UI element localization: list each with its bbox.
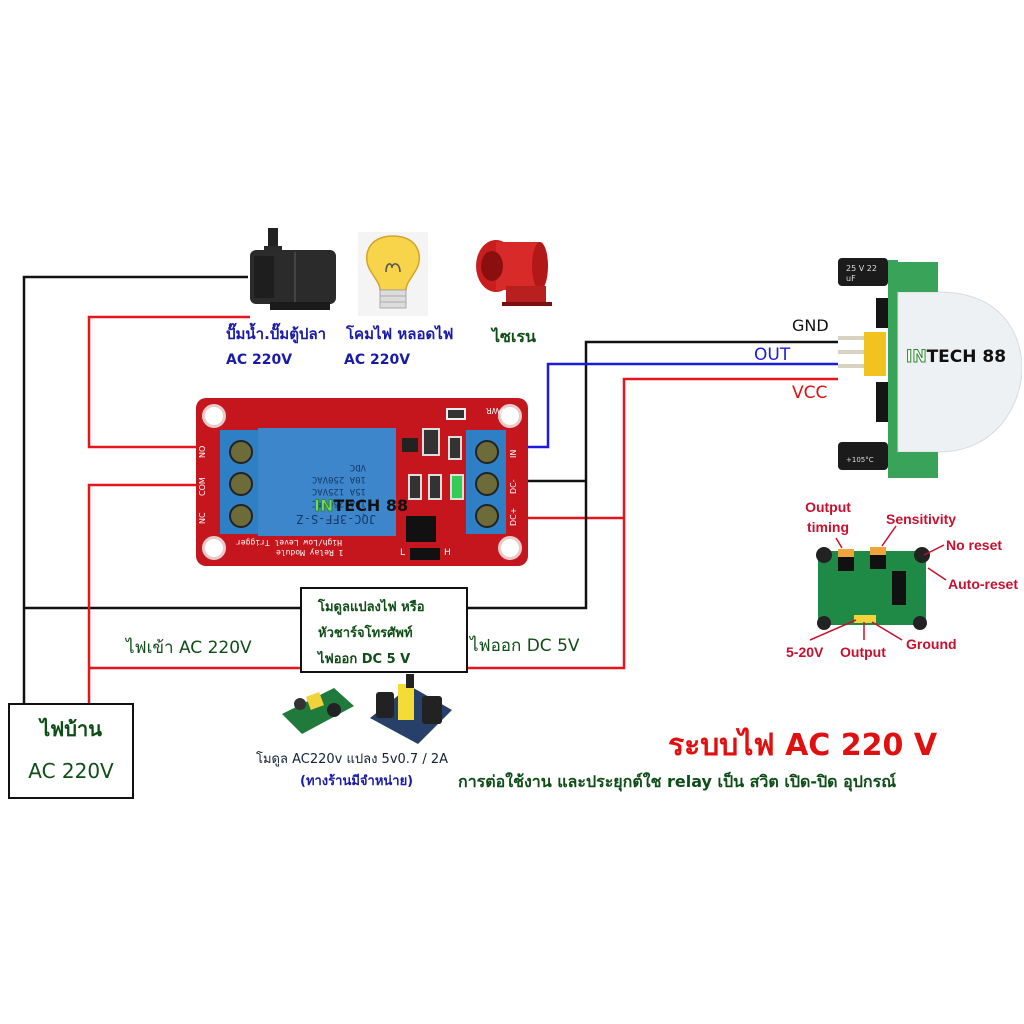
- converter-line-2: หัวชาร์จโทรศัพท์: [318, 626, 413, 641]
- lamp-label: โคมไฟ หลอดไฟ: [346, 325, 454, 343]
- resistor: [428, 474, 442, 500]
- pir-sensor-image: 25 V 22 uF +105°C INTECH 88: [838, 252, 1023, 484]
- wire-dc-minus-black: [466, 340, 838, 610]
- vcc-pin-label: VCC: [792, 383, 828, 403]
- input-terminal-block: [466, 430, 506, 534]
- wire-com-red: [87, 483, 196, 705]
- diode: [422, 428, 440, 456]
- water-pump-image: [250, 228, 340, 314]
- out-pin-label: OUT: [754, 345, 791, 365]
- screw-terminal[interactable]: [475, 472, 499, 496]
- watermark-text: TECH 88: [333, 496, 409, 515]
- pinout-output-timing: Output timing: [802, 497, 854, 537]
- watermark-prefix: IN: [906, 347, 928, 368]
- wire-mains-black: [22, 275, 248, 705]
- light-bulb-image: [358, 232, 428, 316]
- pinout-no-reset: No reset: [946, 537, 1003, 553]
- wire-load-red: [87, 315, 250, 449]
- pwr-led: [446, 408, 466, 420]
- resistor: [448, 436, 462, 460]
- screw-terminal[interactable]: [229, 472, 253, 496]
- watermark-text: TECH 88: [926, 347, 1007, 367]
- page-subtitle: การต่อใช้งาน และประยุกต์ใช relay เป็น สว…: [458, 772, 897, 791]
- converter-line-3: ไฟออก DC 5 V: [318, 652, 411, 667]
- pinout-sensitivity: Sensitivity: [886, 511, 957, 527]
- pinout-output: Output: [840, 644, 886, 660]
- screw-terminal[interactable]: [475, 504, 499, 528]
- mains-label: ไฟบ้าน: [40, 717, 102, 741]
- ac-in-label: ไฟเข้า AC 220V: [126, 638, 252, 658]
- module-caption: โมดูล AC220v แปลง 5v0.7 / 2A: [256, 752, 448, 767]
- lamp-voltage: AC 220V: [344, 352, 411, 368]
- pinout-output-timing-text: Output timing: [805, 499, 851, 535]
- converter-line-1: โมดูลแปลงไฟ หรือ: [318, 600, 425, 615]
- siren-label: ไซเรน: [492, 327, 536, 346]
- output-terminal-block: [220, 430, 260, 534]
- screw-terminal[interactable]: [229, 504, 253, 528]
- screw-terminal[interactable]: [229, 440, 253, 464]
- screw-terminal[interactable]: [475, 440, 499, 464]
- relay-watermark: INTECH 88: [313, 496, 409, 516]
- gnd-pin-label: GND: [792, 316, 829, 335]
- wire-dc-plus-red: [466, 377, 838, 670]
- optocoupler: [406, 516, 436, 542]
- mount-hole: [498, 536, 522, 560]
- pump-voltage: AC 220V: [226, 352, 293, 368]
- capacitor-label: 25 V 22 uF: [846, 264, 877, 283]
- pump-label: ปั๊มน้ำ.ปั๊มตู้ปลา: [226, 325, 327, 343]
- jumper-h-label: H: [444, 548, 451, 558]
- mains-power-box: ไฟบ้าน AC 220V: [8, 703, 134, 799]
- trigger-jumper[interactable]: [410, 548, 440, 560]
- pir-board-image: [812, 543, 932, 631]
- mount-hole: [202, 404, 226, 428]
- mount-hole: [202, 536, 226, 560]
- pir-watermark: INTECH 88: [906, 347, 1007, 368]
- relay-module: NO COM NC JQC-3FF-S-Z 10A 250VAC 15A 125…: [196, 398, 528, 566]
- siren-image: [472, 236, 556, 308]
- transistor: [402, 438, 418, 452]
- module-availability: (ทางร้านมีจำหน่าย): [300, 774, 414, 789]
- dc-out-label: ไฟออก DC 5V: [470, 636, 580, 656]
- capacitor-label-2: +105°C: [846, 456, 874, 464]
- converter-module-image-small: [282, 680, 354, 736]
- wire-signal-blue: [518, 362, 838, 449]
- pinout-power: 5-20V: [786, 644, 824, 660]
- power-converter-box: โมดูลแปลงไฟ หรือ หัวชาร์จโทรศัพท์ ไฟออก …: [300, 587, 468, 673]
- page-title: ระบบไฟ AC 220 V: [668, 728, 938, 763]
- converter-module-image-large: [370, 674, 452, 746]
- pinout-ground: Ground: [906, 636, 957, 652]
- mount-hole: [498, 404, 522, 428]
- led: [450, 474, 464, 500]
- mains-voltage: AC 220V: [28, 759, 114, 783]
- watermark-prefix: IN: [313, 496, 334, 516]
- resistor: [408, 474, 422, 500]
- pinout-auto-reset: Auto-reset: [948, 576, 1019, 592]
- jumper-l-label: L: [400, 548, 406, 558]
